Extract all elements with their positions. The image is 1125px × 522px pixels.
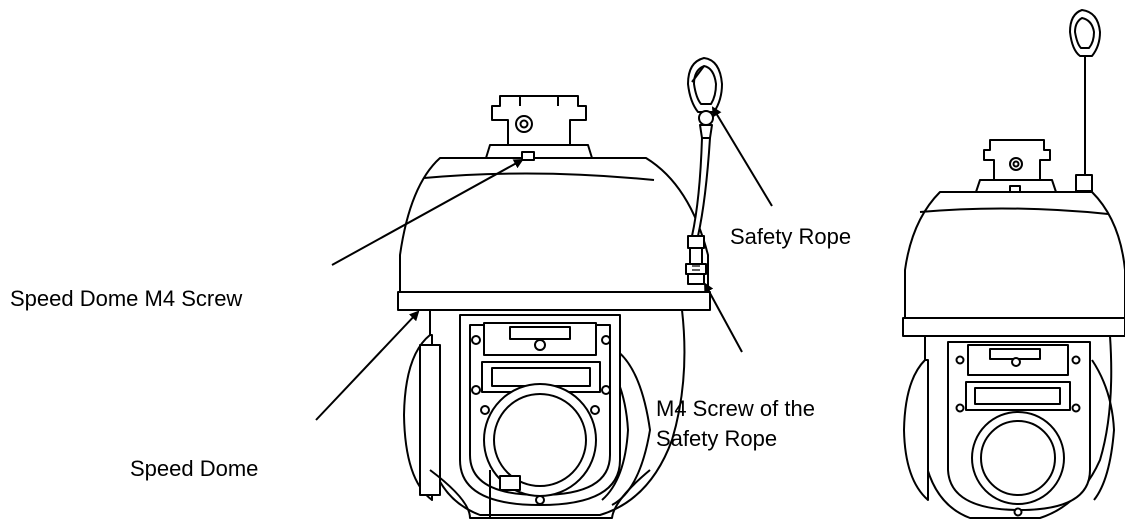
installed-dome-drawing: [902, 9, 1125, 519]
arrow-speed-dome-screw: [331, 159, 524, 266]
speed-dome-label: Speed Dome: [130, 456, 259, 481]
arrow-rope-screw: [704, 282, 743, 353]
rope-screw-label-line2: Safety Rope: [656, 426, 778, 451]
speed-dome-drawing: [397, 95, 711, 519]
arrow-speed-dome: [315, 310, 420, 421]
rope-screw-label-line1: M4 Screw of the: [656, 396, 815, 421]
safety-rope-drawing: [685, 57, 723, 285]
arrow-safety-rope: [711, 106, 773, 207]
rope-screw-label: M4 Screw of the Safety Rope: [656, 394, 815, 454]
safety-rope-label: Safety Rope: [730, 224, 852, 249]
speed-dome-screw-label: Speed Dome M4 Screw: [10, 286, 243, 311]
callout-arrows: [315, 106, 773, 421]
